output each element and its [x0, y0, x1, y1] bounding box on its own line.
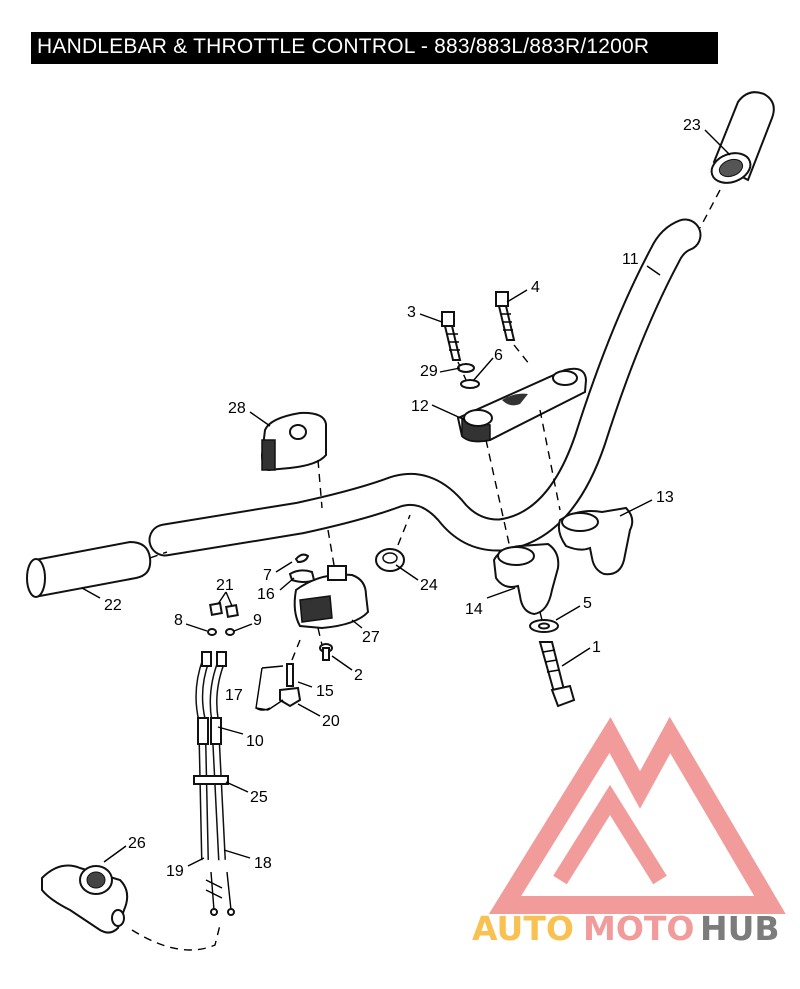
switch-housing-upper — [260, 411, 327, 509]
callout-17: 17 — [225, 687, 243, 704]
automotohub-watermark: AUTO MOTO HUB — [472, 716, 786, 948]
callout-11: 11 — [622, 251, 639, 268]
callout-8: 8 — [174, 612, 183, 629]
callout-3: 3 — [407, 304, 416, 321]
callout-14: 14 — [465, 601, 483, 618]
riser-14 — [485, 439, 560, 616]
clamp-bolts — [441, 291, 531, 381]
callout-21: 21 — [216, 577, 234, 594]
callout-24: 24 — [420, 577, 438, 594]
riser-bolt — [529, 611, 576, 708]
callout-26: 26 — [128, 835, 146, 852]
screw-2 — [319, 643, 333, 661]
washers-upper — [457, 363, 480, 389]
watermark-triangle-mark — [488, 716, 786, 914]
left-grip — [26, 540, 168, 598]
wire-clamp — [375, 514, 411, 572]
leader-lines — [81, 129, 731, 867]
handlebar — [148, 218, 702, 557]
callout-2: 2 — [354, 667, 363, 684]
throttle-housing-lower — [293, 529, 370, 646]
callout-22: 22 — [104, 597, 122, 614]
diagram-title: HANDLEBAR & THROTTLE CONTROL - 883/883L/… — [37, 35, 650, 58]
callout-5: 5 — [583, 595, 592, 612]
callout-23: 23 — [683, 117, 701, 134]
callout-6: 6 — [494, 347, 503, 364]
callout-25: 25 — [250, 789, 268, 806]
adjuster-parts — [255, 639, 302, 711]
riser-13 — [539, 409, 634, 576]
watermark-auto: AUTO — [472, 909, 574, 948]
callout-13: 13 — [656, 489, 674, 506]
callout-28: 28 — [228, 400, 246, 417]
callout-labels: 23 11 4 3 6 29 12 28 13 7 16 24 21 22 14… — [104, 117, 701, 880]
callout-15: 15 — [316, 683, 334, 700]
callout-12: 12 — [411, 398, 429, 415]
callout-4: 4 — [531, 279, 540, 296]
callout-7: 7 — [263, 567, 272, 584]
callout-10: 10 — [246, 733, 264, 750]
callout-1: 1 — [592, 639, 601, 656]
cable-bracket — [41, 864, 221, 951]
callout-9: 9 — [253, 612, 262, 629]
throttle-cables — [193, 651, 235, 916]
callout-20: 20 — [322, 713, 340, 730]
callout-19: 19 — [166, 863, 184, 880]
watermark-moto: MOTO — [583, 909, 694, 948]
callout-29: 29 — [420, 363, 438, 380]
handlebar-upper-clamp — [456, 367, 588, 443]
right-grip — [699, 91, 775, 229]
watermark-hub: HUB — [700, 909, 780, 948]
ferrules — [207, 602, 239, 636]
callout-18: 18 — [254, 855, 272, 872]
callout-27: 27 — [362, 629, 380, 646]
small-clip-parts — [288, 553, 316, 583]
callout-16: 16 — [257, 586, 275, 603]
title-bar: HANDLEBAR & THROTTLE CONTROL - 883/883L/… — [31, 32, 718, 64]
